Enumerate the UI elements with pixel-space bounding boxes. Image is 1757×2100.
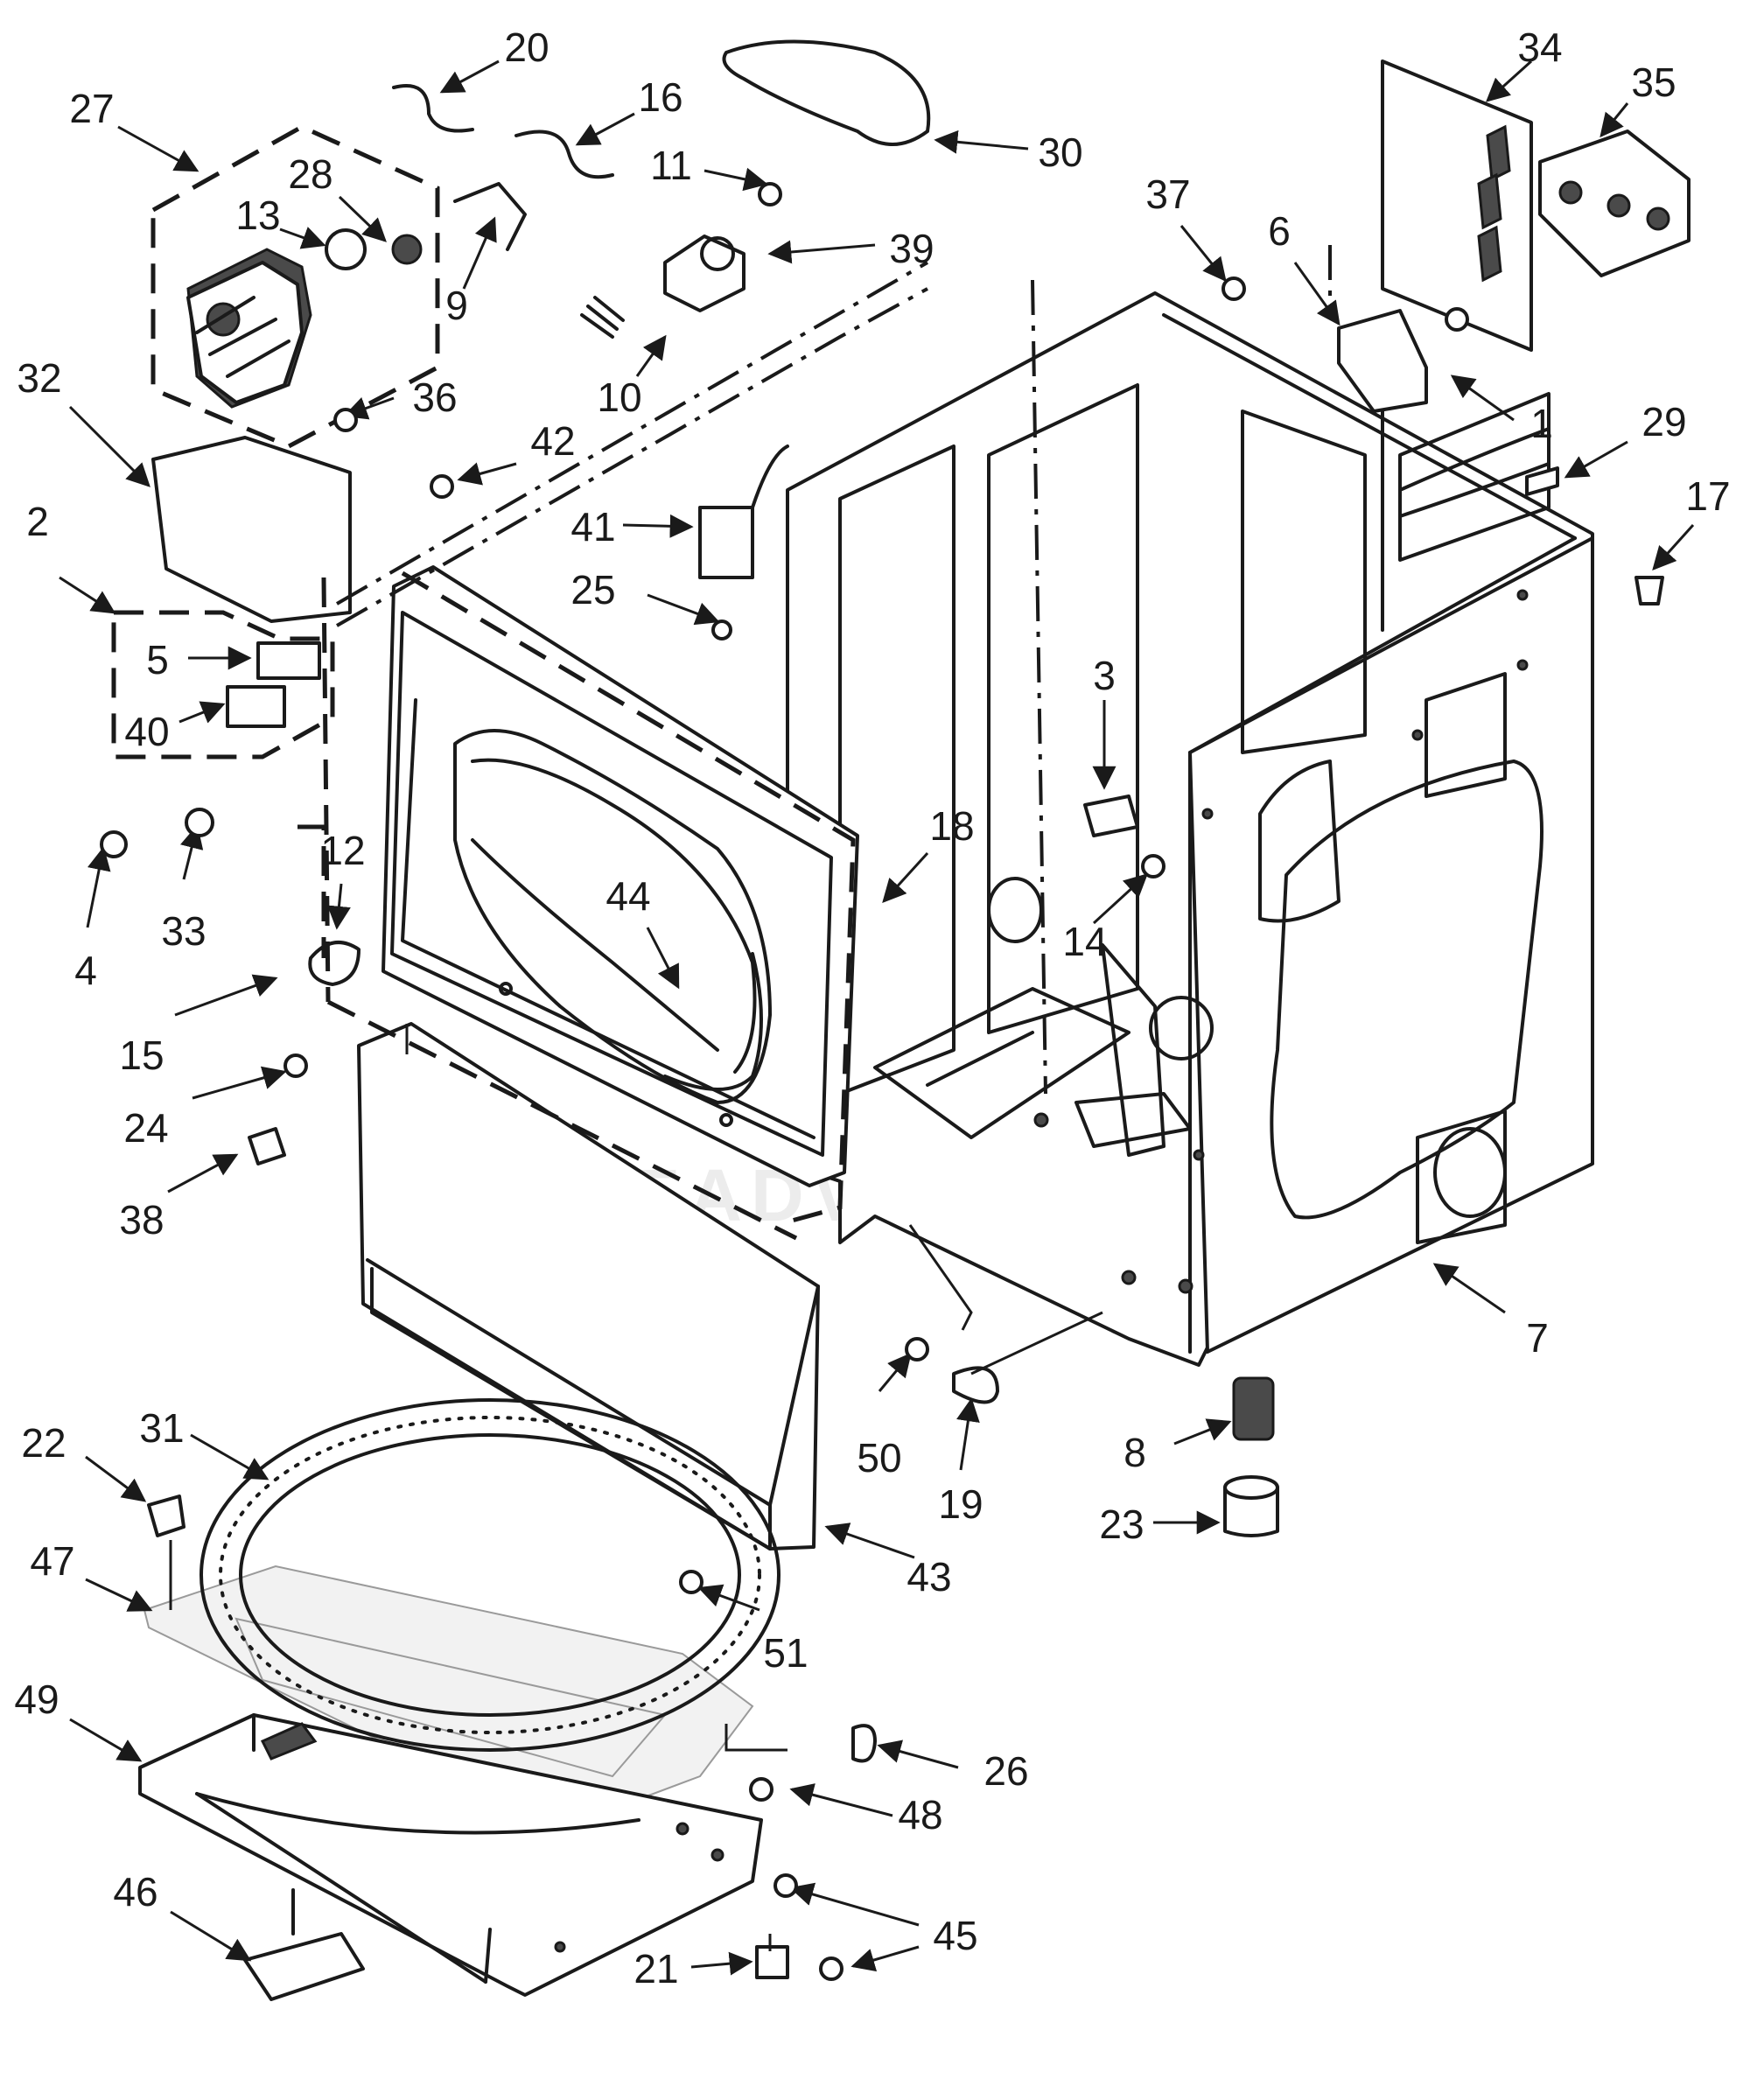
callout-12: 12 (320, 828, 365, 873)
callout-39: 39 (889, 226, 934, 271)
callout-21: 21 (634, 1946, 678, 1992)
callout-11: 11 (650, 143, 692, 188)
small-parts (111, 39, 1690, 2001)
callout-17: 17 (1685, 473, 1730, 519)
callout-3: 3 (1093, 653, 1116, 698)
callout-15: 15 (119, 1032, 164, 1078)
callout-4: 4 (74, 948, 97, 993)
callout-26: 26 (984, 1748, 1028, 1794)
callout-5: 5 (146, 637, 169, 682)
callout-14: 14 (1062, 919, 1107, 964)
front-panel-part (382, 565, 859, 1187)
cabinet-part (786, 291, 1594, 1367)
callout-33: 33 (161, 908, 206, 954)
callouts: 1 2 3 4 5 6 7 8 9 10 11 12 13 14 15 16 1 (14, 24, 1730, 1992)
callout-13: 13 (235, 192, 280, 238)
callout-42: 42 (530, 418, 575, 464)
callout-51: 51 (763, 1630, 808, 1676)
callout-28: 28 (288, 151, 332, 197)
callout-40: 40 (124, 709, 169, 754)
callout-34: 34 (1517, 24, 1562, 70)
callout-38: 38 (119, 1197, 164, 1242)
drum-seal-part (200, 1398, 780, 1752)
base-part (138, 1564, 763, 1997)
callout-49: 49 (14, 1676, 59, 1722)
callout-6: 6 (1268, 208, 1291, 254)
callout-19: 19 (938, 1481, 983, 1527)
callout-36: 36 (412, 374, 457, 420)
callout-45: 45 (933, 1913, 977, 1958)
callout-10: 10 (597, 374, 641, 420)
callout-16: 16 (638, 74, 682, 120)
callout-8: 8 (1124, 1430, 1146, 1475)
callout-37: 37 (1145, 172, 1190, 217)
callout-9: 9 (445, 283, 468, 328)
callout-27: 27 (69, 86, 114, 131)
callout-35: 35 (1631, 60, 1676, 105)
callout-50: 50 (857, 1435, 901, 1480)
callout-23: 23 (1099, 1502, 1144, 1547)
callout-47: 47 (30, 1538, 74, 1584)
callout-22: 22 (21, 1420, 66, 1466)
callout-48: 48 (898, 1792, 942, 1838)
callout-32: 32 (17, 355, 61, 401)
callout-7: 7 (1526, 1315, 1549, 1361)
callout-18: 18 (929, 803, 974, 849)
callout-24: 24 (123, 1105, 168, 1151)
callout-30: 30 (1038, 130, 1082, 175)
assembly-lines (169, 245, 1332, 1951)
motor-part (150, 124, 440, 449)
callout-25: 25 (570, 567, 615, 612)
callout-2: 2 (26, 499, 49, 544)
fasteners (100, 182, 1469, 1981)
toe-panel-part (357, 1022, 820, 1550)
callout-44: 44 (606, 873, 650, 919)
callout-43: 43 (906, 1554, 951, 1600)
callout-20: 20 (504, 24, 549, 70)
callout-29: 29 (1642, 399, 1686, 444)
callout-46: 46 (113, 1869, 158, 1914)
callout-1: 1 (1530, 401, 1553, 446)
callout-41: 41 (570, 504, 615, 550)
callout-31: 31 (139, 1405, 184, 1451)
